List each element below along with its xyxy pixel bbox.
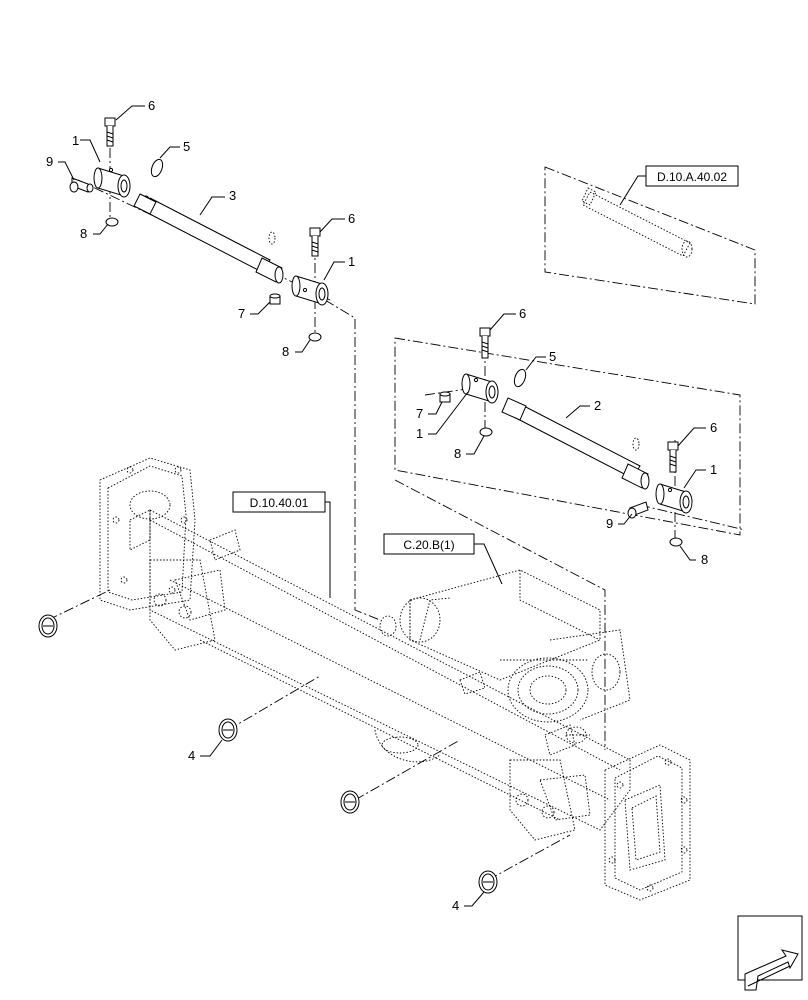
washer-left-upper	[105, 217, 119, 227]
callout-4: 4	[188, 748, 195, 763]
bolt-right-lower	[667, 441, 679, 473]
callout-8: 8	[454, 446, 461, 461]
callout-5: 5	[183, 139, 190, 154]
group-outline-axle-shaft	[544, 166, 756, 305]
shaft-assembly-left	[69, 117, 329, 342]
callout-7: 7	[416, 406, 423, 421]
callout-numbers: 1 6 5 9 8 3 6 1 7 8 6 5 7 1 2 8 6 1 9 8 …	[46, 98, 717, 913]
plug-right	[439, 391, 451, 403]
callout-leaders	[58, 105, 706, 907]
shaft-2	[501, 397, 650, 490]
callout-1: 1	[710, 462, 717, 477]
callout-9: 9	[606, 516, 613, 531]
callout-7: 7	[238, 306, 245, 321]
callout-5: 5	[549, 349, 556, 364]
callout-6: 6	[148, 98, 155, 113]
badge-symbol	[218, 718, 238, 742]
reference-box-axle-shaft[interactable]: D.10.A.40.02	[619, 165, 739, 206]
bolt-left-lower	[309, 227, 321, 257]
callout-6: 6	[348, 211, 355, 226]
washer-right-lower	[669, 537, 683, 547]
coupler-right-lower	[655, 483, 693, 514]
callout-8: 8	[701, 552, 708, 567]
axle-housing	[99, 457, 691, 901]
washer-right-upper	[479, 427, 493, 437]
group-outline-right-shaft-assembly	[394, 337, 741, 536]
badge-symbol	[38, 614, 58, 638]
callout-1: 1	[348, 254, 355, 269]
axle-shaft-reference-part	[581, 187, 693, 258]
bolt-right-upper	[479, 327, 491, 359]
washer-left-lower	[308, 332, 322, 342]
reference-label-final-drive: C.20.B(1)	[403, 538, 454, 552]
shaft-3	[133, 193, 284, 284]
callout-4: 4	[452, 898, 459, 913]
group-outline-final-drive	[394, 479, 606, 750]
shaft-assembly-right	[439, 327, 693, 547]
bolt-left-upper	[104, 117, 116, 147]
callout-6: 6	[519, 306, 526, 321]
reference-label-axle-shaft: D.10.A.40.02	[657, 170, 727, 184]
final-drive-assembly	[379, 569, 631, 744]
o-ring-left	[150, 158, 164, 178]
coupler-left-upper	[93, 167, 131, 198]
callout-1: 1	[416, 426, 423, 441]
coupler-right-upper	[461, 373, 499, 404]
callout-2: 2	[594, 398, 601, 413]
grease-fitting-left	[69, 177, 94, 193]
plug-left	[269, 293, 281, 305]
navigation-arrow-icon[interactable]	[737, 915, 803, 991]
reference-box-final-drive[interactable]: C.20.B(1)	[383, 533, 503, 585]
badge-symbol	[340, 790, 360, 814]
callout-9: 9	[46, 154, 53, 169]
callout-6: 6	[710, 420, 717, 435]
callout-8: 8	[282, 344, 289, 359]
reference-label-axle-housing: D.10.40.01	[250, 496, 309, 510]
callout-8: 8	[80, 226, 87, 241]
grease-fitting-right	[627, 501, 649, 519]
o-ring-right	[513, 368, 527, 388]
reference-box-axle-housing[interactable]: D.10.40.01	[232, 491, 331, 598]
badge-symbol	[478, 870, 498, 894]
callout-3: 3	[229, 188, 236, 203]
coupler-left-lower	[291, 275, 329, 306]
leader-shaft-to-housing	[324, 299, 381, 621]
callout-1: 1	[72, 133, 79, 148]
